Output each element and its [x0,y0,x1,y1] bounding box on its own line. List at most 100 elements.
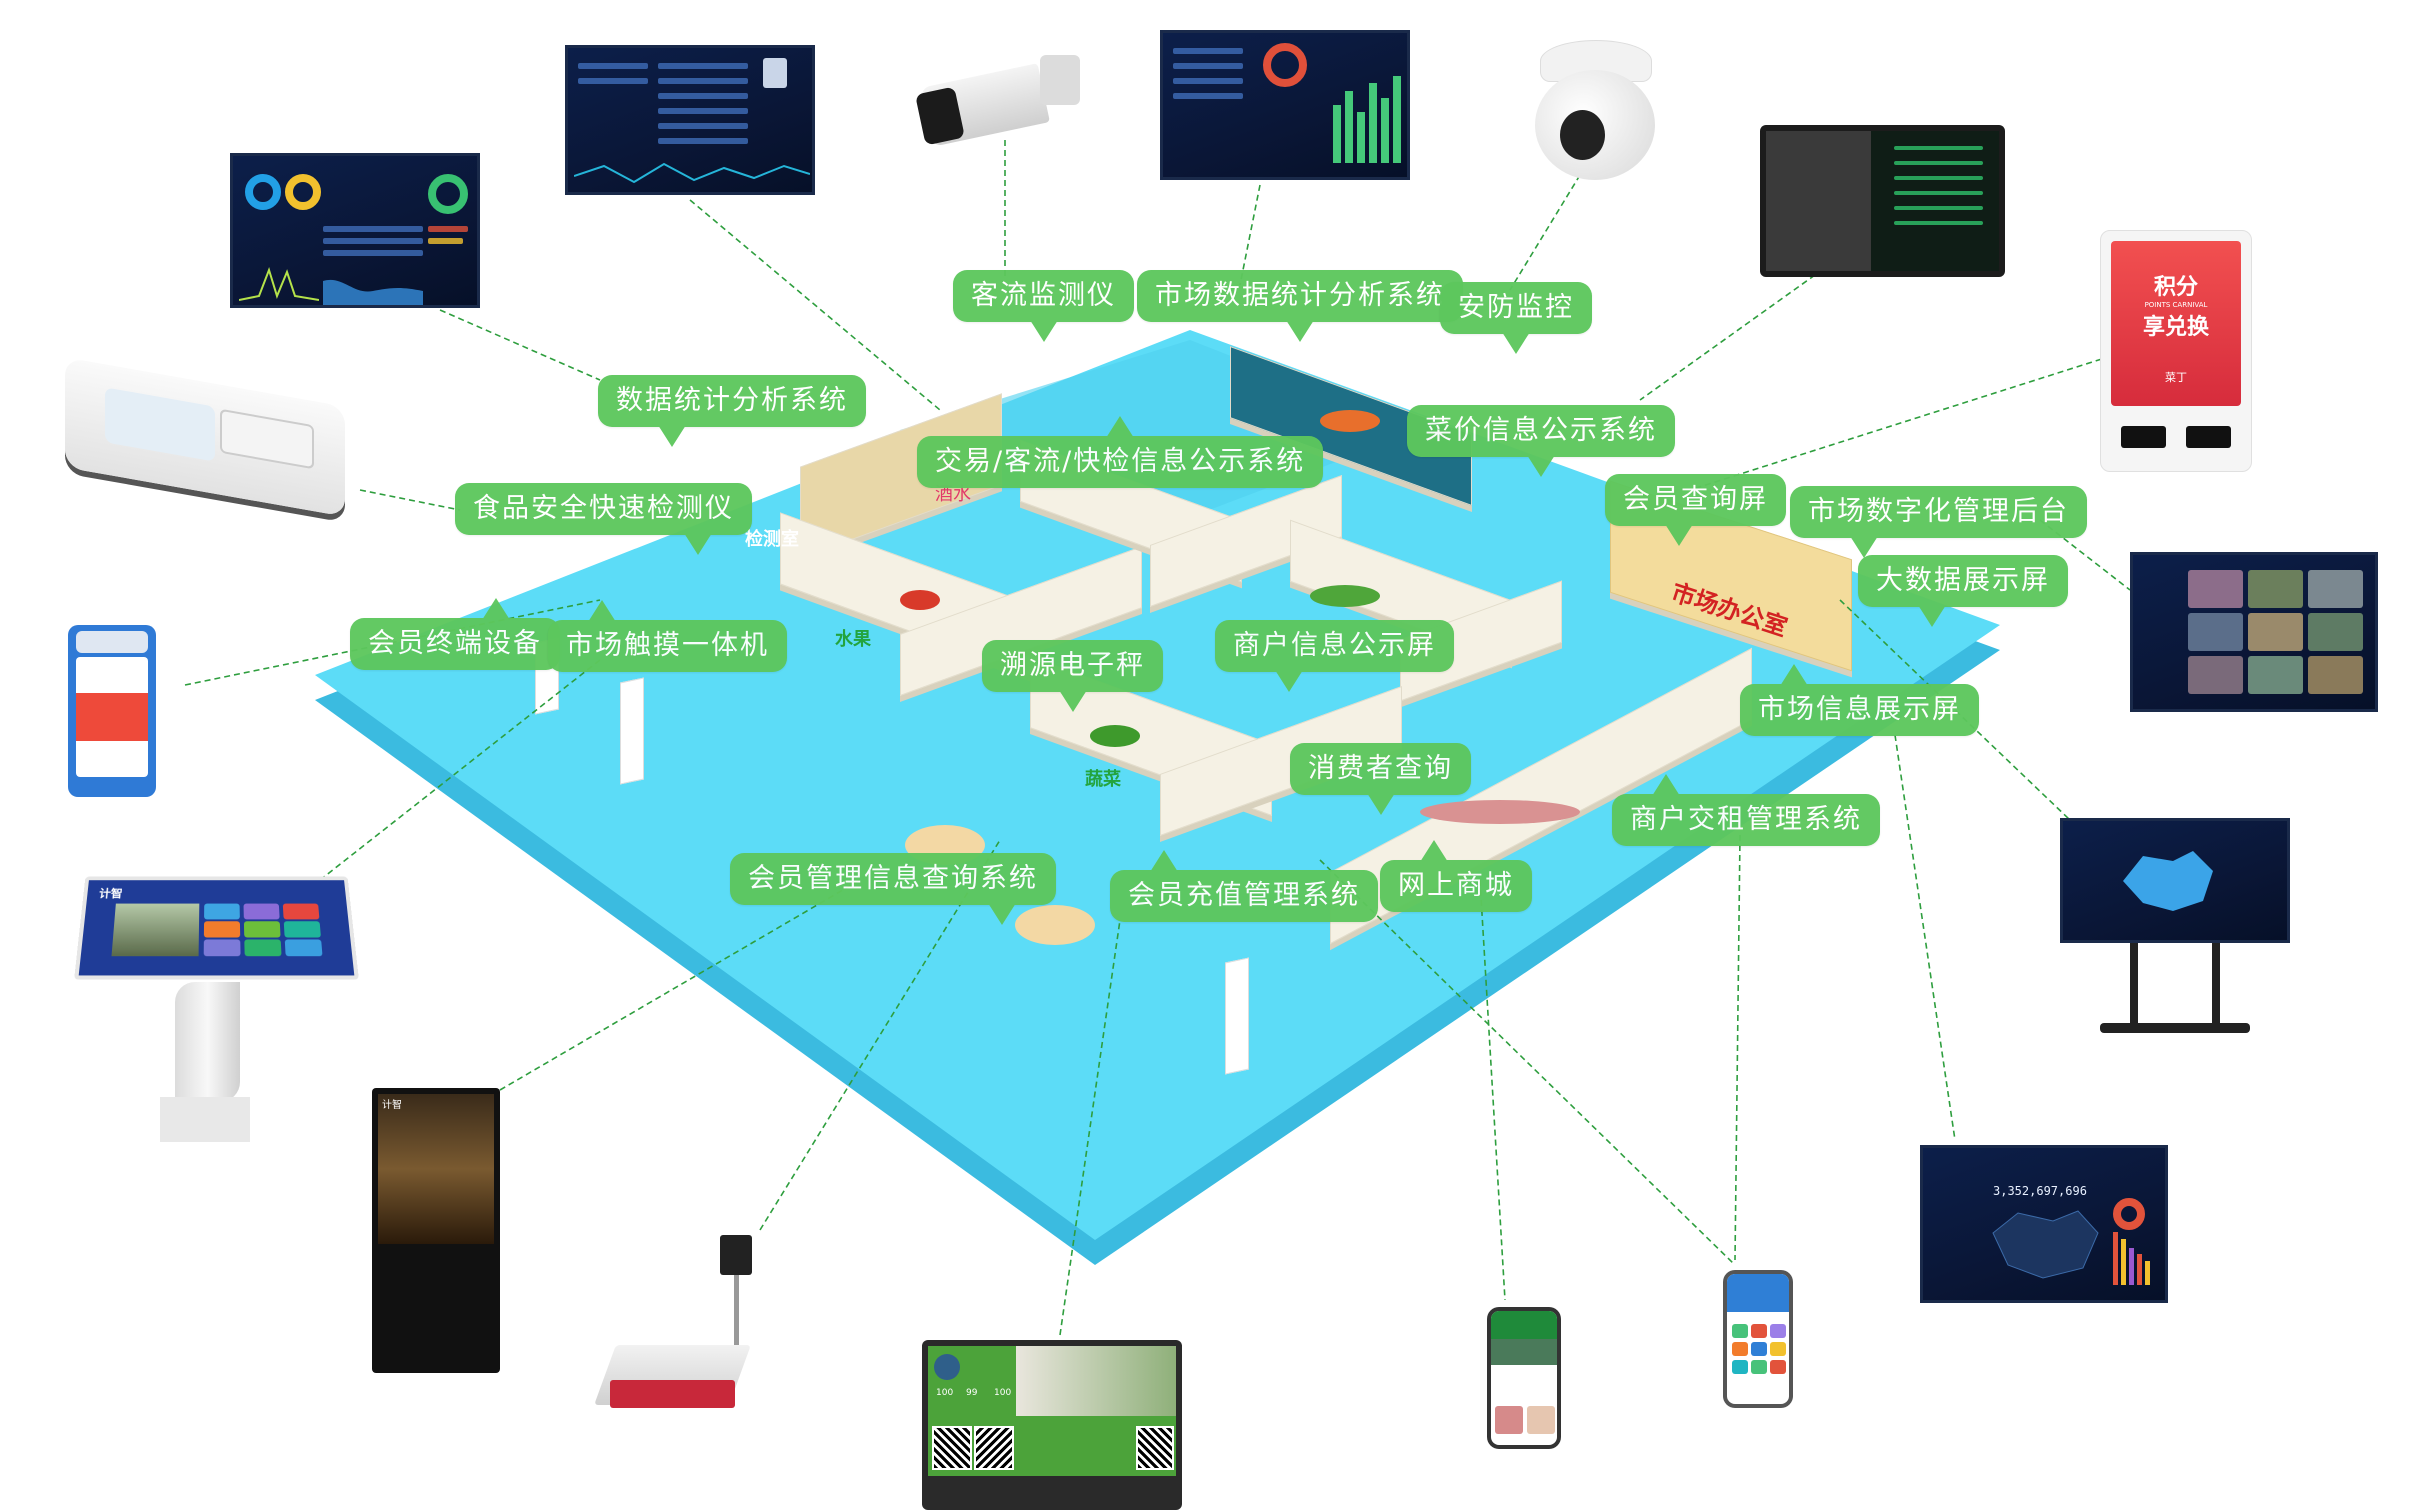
analytics-dashboard-device [230,153,480,308]
app-tile [1732,1342,1748,1356]
label-online-mall: 网上商城 [1380,860,1532,912]
table-row [323,250,423,256]
table-row [428,238,463,244]
phone-screen [1727,1274,1789,1404]
kiosk-tile [204,921,240,937]
chart-bar [2121,1239,2126,1285]
monitor-screen [1766,131,1999,271]
vegetable-sign: 蔬菜 [1085,765,1121,791]
kiosk-base [160,1097,250,1142]
kiosk-tile [243,904,279,920]
app-tile [1732,1360,1748,1374]
ad-screen-brand: 计智 [382,1096,402,1111]
phone-header [1491,1311,1557,1339]
dining-table-2 [1015,905,1095,945]
chart-bar [1381,98,1389,163]
label-passenger-flow-monitor: 客流监测仪 [953,270,1134,322]
kiosk-tile [244,939,281,956]
video-tile [2308,613,2363,651]
merchant-stat-2: 99 [966,1388,977,1398]
digital-backend-monitor-device [2130,552,2378,712]
kiosk-brand: 计智 [98,886,123,901]
table-row [658,63,748,69]
kiosk-headline-1: 积分 [2111,269,2241,301]
table-row [1894,176,1983,180]
food-safety-tester-device [65,372,355,517]
tv-stand-base [2100,1023,2250,1033]
label-food-safety-tester: 食品安全快速检测仪 [455,483,752,535]
produce-meat [1420,800,1580,824]
area-chart-icon [323,271,423,305]
label-traceable-scale: 溯源电子秤 [982,640,1163,692]
table-row [1173,93,1243,99]
ad-screen-content [378,1094,494,1244]
product-image [1495,1406,1523,1434]
chart-bar [1345,91,1353,163]
table-row [1894,221,1983,225]
table-row [578,63,648,69]
table-row [578,78,648,84]
chart-bar [2113,1232,2118,1285]
pos-screen [76,657,148,777]
map-icon [2113,841,2223,921]
kiosk-stand [175,982,240,1102]
table-row [1894,206,1983,210]
dome-camera-device [1530,40,1660,190]
video-tile [2248,570,2303,608]
merchant-stat-3: 100 [994,1388,1011,1398]
pos-printer [76,631,148,653]
app-tile [1770,1360,1786,1374]
product-image [1527,1406,1555,1434]
line-chart-icon [239,266,319,304]
table-row [323,238,423,244]
donut-chart-icon [2113,1198,2145,1230]
dome-lens [1560,110,1605,160]
tv-screen [2060,818,2290,943]
label-data-statistics-analysis: 数据统计分析系统 [598,375,866,427]
donut-chart-icon [285,174,321,210]
scale-display [720,1235,752,1275]
tablet-screen: 100 99 100 [928,1346,1176,1476]
label-member-recharge-system: 会员充值管理系统 [1110,870,1378,922]
kiosk-tile [283,904,320,920]
donut-chart-icon [428,174,468,214]
label-trade-flow-inspection-display: 交易/客流/快检信息公示系统 [917,436,1323,488]
traceable-scale-device [600,1230,750,1430]
kiosk-tile [204,904,240,920]
video-tile [2188,656,2243,694]
kiosk-brand: 菜丁 [2111,369,2241,385]
tv-stand-pole [2212,943,2220,1023]
video-tile [2308,570,2363,608]
table-row [658,93,748,99]
label-market-data-analysis: 市场数据统计分析系统 [1137,270,1463,322]
camera-mount [1040,55,1080,105]
big-data-screen-device: 3,352,697,696 [1920,1145,2168,1303]
table-row [658,108,748,114]
table-row [1894,146,1983,150]
bullet-camera-device [915,55,1095,165]
wave-chart-icon [574,156,810,190]
kiosk-tile [244,921,281,937]
entrance-gate-3 [1225,957,1249,1074]
member-terminal-pos-device [68,625,156,797]
table-row [1894,161,1983,165]
label-market-digital-backend: 市场数字化管理后台 [1790,486,2087,538]
phone-banner [1491,1339,1557,1365]
donut-chart-icon [245,174,281,210]
label-market-info-screen: 市场信息展示屏 [1740,684,1979,736]
table-row [1894,191,1983,195]
app-tile [1770,1342,1786,1356]
label-member-info-query-system: 会员管理信息查询系统 [730,853,1056,905]
kiosk-screen: 积分 POINTS CARNIVAL 享兑换 菜丁 [2111,241,2241,406]
table-row [428,226,468,232]
video-tile [2248,613,2303,651]
app-tile [1751,1342,1767,1356]
touch-kiosk-device: 计智 [80,872,350,1152]
kiosk-headline-2: 享兑换 [2111,309,2241,341]
tv-stand-pole [2130,943,2138,1023]
video-tile [2308,656,2363,694]
kiosk-photo [111,904,199,957]
table-row [658,123,748,129]
label-member-terminal: 会员终端设备 [350,618,560,670]
